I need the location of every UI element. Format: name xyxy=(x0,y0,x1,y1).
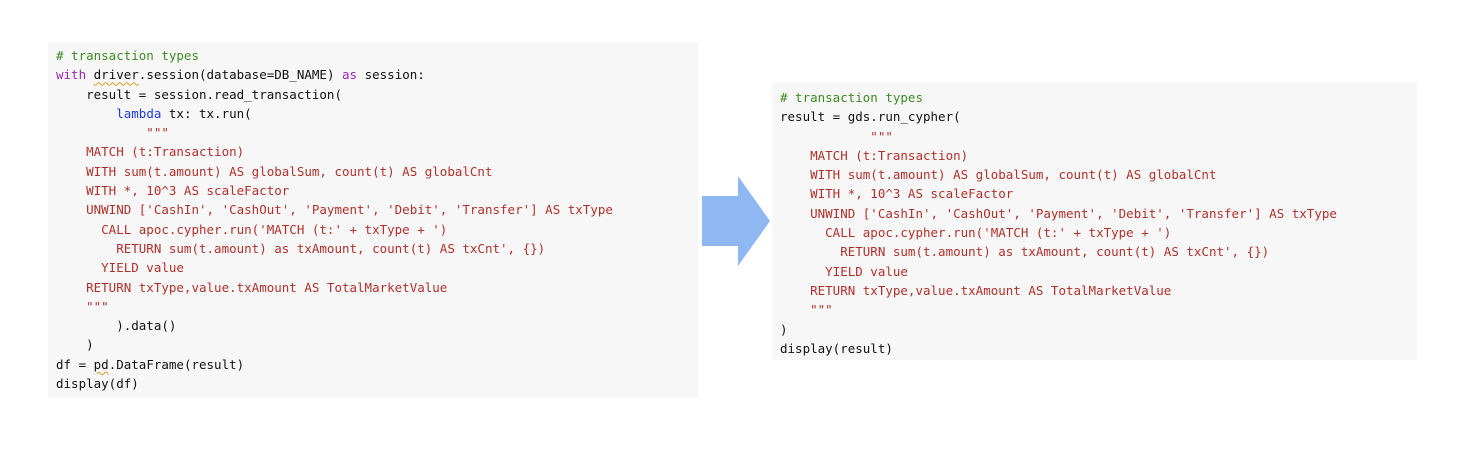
code-line: with driver.session(database=DB_NAME) as… xyxy=(56,65,698,84)
code-token: WITH sum(t.amount) AS globalSum, count(t… xyxy=(56,163,493,179)
code-token: WITH *, 10^3 AS scaleFactor xyxy=(780,186,1014,202)
code-line: WITH *, 10^3 AS scaleFactor xyxy=(780,184,1417,203)
code-token: as xyxy=(342,67,358,83)
code-line: UNWIND ['CashIn', 'CashOut', 'Payment', … xyxy=(780,204,1417,223)
code-line: """ xyxy=(56,123,698,142)
code-line: ).data() xyxy=(56,316,698,335)
code-token: """ xyxy=(56,298,109,314)
arrow-right-icon xyxy=(702,176,770,266)
code-line: RETURN txType,value.txAmount AS TotalMar… xyxy=(56,278,698,297)
code-token: ) xyxy=(780,321,788,337)
code-token: # transaction types xyxy=(56,48,199,63)
code-token: result = session.read_transaction( xyxy=(56,86,342,102)
code-token: result = gds.run_cypher( xyxy=(780,109,961,125)
code-block-driver-session: # transaction types with driver.session(d… xyxy=(48,42,698,398)
code-token: ).data() xyxy=(56,318,177,334)
code-line: YIELD value xyxy=(780,262,1417,281)
code-token: tx: tx.run( xyxy=(161,105,252,121)
code-token: RETURN txType,value.txAmount AS TotalMar… xyxy=(56,279,448,295)
code-line: WITH *, 10^3 AS scaleFactor xyxy=(56,181,698,200)
code-token: YIELD value xyxy=(56,260,184,276)
code-token xyxy=(86,67,94,82)
code-line: MATCH (t:Transaction) xyxy=(780,146,1417,165)
code-token: MATCH (t:Transaction) xyxy=(780,147,969,163)
code-token: """ xyxy=(56,125,169,141)
code-block-gds-run-cypher: # transaction types result = gds.run_cyph… xyxy=(772,82,1417,360)
code-token: CALL apoc.cypher.run('MATCH (t:' + txTyp… xyxy=(56,221,448,237)
code-token: WITH sum(t.amount) AS globalSum, count(t… xyxy=(780,167,1217,183)
code-token: lambda xyxy=(116,105,162,121)
code-line: """ xyxy=(780,300,1417,319)
code-token: """ xyxy=(780,302,833,318)
code-token: UNWIND ['CashIn', 'CashOut', 'Payment', … xyxy=(56,202,613,218)
code-line: display(result) xyxy=(780,339,1417,358)
code-token: WITH *, 10^3 AS scaleFactor xyxy=(56,183,290,199)
code-token: pd xyxy=(93,356,109,372)
code-line: CALL apoc.cypher.run('MATCH (t:' + txTyp… xyxy=(56,220,698,239)
code-token: driver xyxy=(93,67,139,83)
code-token: with xyxy=(56,67,87,83)
code-token: RETURN sum(t.amount) as txAmount, count(… xyxy=(56,240,546,256)
code-token xyxy=(56,106,116,121)
code-line: result = gds.run_cypher( xyxy=(780,107,1417,126)
code-line: RETURN sum(t.amount) as txAmount, count(… xyxy=(56,239,698,258)
code-token: """ xyxy=(780,128,893,144)
code-line: display(df) xyxy=(56,374,698,393)
code-token: ) xyxy=(56,337,94,353)
code-token: CALL apoc.cypher.run('MATCH (t:' + txTyp… xyxy=(780,225,1172,241)
code-line: ) xyxy=(56,335,698,354)
code-token: MATCH (t:Transaction) xyxy=(56,144,245,160)
code-line: result = session.read_transaction( xyxy=(56,85,698,104)
code-token: UNWIND ['CashIn', 'CashOut', 'Payment', … xyxy=(780,205,1337,221)
code-line: UNWIND ['CashIn', 'CashOut', 'Payment', … xyxy=(56,200,698,219)
code-line: """ xyxy=(780,127,1417,146)
code-line: WITH sum(t.amount) AS globalSum, count(t… xyxy=(780,165,1417,184)
code-line: """ xyxy=(56,297,698,316)
code-line: CALL apoc.cypher.run('MATCH (t:' + txTyp… xyxy=(780,223,1417,242)
code-token: # transaction types xyxy=(780,90,923,105)
code-token: session: xyxy=(357,67,425,83)
code-token: .DataFrame(result) xyxy=(108,356,245,372)
code-line: # transaction types xyxy=(56,46,698,65)
code-line: YIELD value xyxy=(56,258,698,277)
code-token: RETURN txType,value.txAmount AS TotalMar… xyxy=(780,282,1172,298)
code-token: df = xyxy=(56,356,94,372)
code-line: df = pd.DataFrame(result) xyxy=(56,355,698,374)
arrow-right-shape xyxy=(702,176,770,266)
code-line: WITH sum(t.amount) AS globalSum, count(t… xyxy=(56,162,698,181)
code-line: lambda tx: tx.run( xyxy=(56,104,698,123)
code-token: display(df) xyxy=(56,376,139,392)
code-line: RETURN sum(t.amount) as txAmount, count(… xyxy=(780,242,1417,261)
code-line: ) xyxy=(780,320,1417,339)
code-line: RETURN txType,value.txAmount AS TotalMar… xyxy=(780,281,1417,300)
code-token: RETURN sum(t.amount) as txAmount, count(… xyxy=(780,244,1270,260)
code-line: MATCH (t:Transaction) xyxy=(56,142,698,161)
code-line: # transaction types xyxy=(780,88,1417,107)
code-token: YIELD value xyxy=(780,263,908,279)
code-token: display(result) xyxy=(780,340,893,356)
code-token: .session(database=DB_NAME) xyxy=(138,67,342,83)
